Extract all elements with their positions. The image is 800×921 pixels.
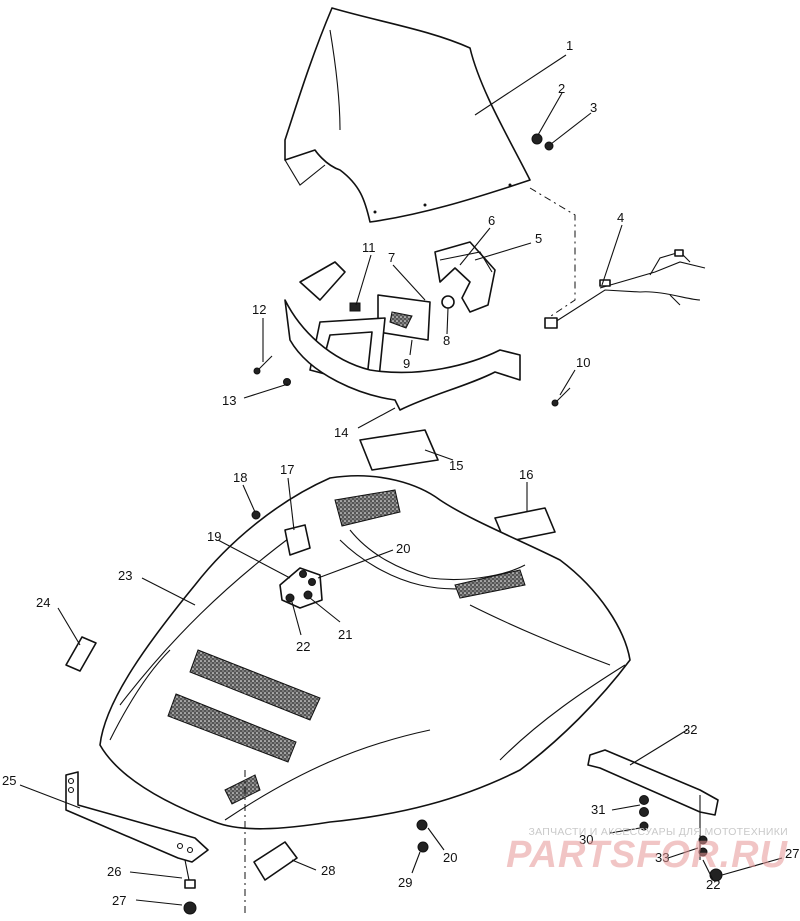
callout-32: 32 <box>683 722 697 737</box>
callout-33: 33 <box>655 850 669 865</box>
latch-17 <box>284 524 311 556</box>
callout-6: 6 <box>488 213 495 228</box>
callout-4: 4 <box>617 210 624 225</box>
nut-13 <box>283 378 291 386</box>
callout-3: 3 <box>590 100 597 115</box>
callout-22-right: 22 <box>706 877 720 892</box>
callout-8: 8 <box>443 333 450 348</box>
callout-17: 17 <box>280 462 294 477</box>
callout-14: 14 <box>334 425 348 440</box>
headlight-lens <box>377 294 431 341</box>
decal-15 <box>359 429 439 471</box>
windshield <box>284 7 531 223</box>
bolt-26 <box>184 859 196 889</box>
watermark-caption: ЗАПЧАСТИ И АКСЕССУАРЫ ДЛЯ МОТОТЕХНИКИ <box>528 826 788 838</box>
hood <box>99 474 631 830</box>
spring-11 <box>349 302 361 312</box>
callout-24: 24 <box>36 595 50 610</box>
callout-27-left: 27 <box>112 893 126 908</box>
bracket-25 <box>65 771 209 863</box>
callout-16: 16 <box>519 467 533 482</box>
decal-24 <box>65 636 97 672</box>
callout-26: 26 <box>107 864 121 879</box>
callout-23: 23 <box>118 568 132 583</box>
callout-25: 25 <box>2 773 16 788</box>
washer-21 <box>303 590 313 600</box>
grommet-20-front <box>416 819 428 831</box>
callout-28: 28 <box>321 863 335 878</box>
screw-10 <box>551 387 571 407</box>
callout-13: 13 <box>222 393 236 408</box>
watermark: ЗАПЧАСТИ И АКСЕССУАРЫ ДЛЯ МОТОТЕХНИКИ PA… <box>488 826 788 877</box>
callout-20-upper: 20 <box>396 541 410 556</box>
callout-5: 5 <box>535 231 542 246</box>
headlight-bracket <box>434 241 496 313</box>
callout-1: 1 <box>566 38 573 53</box>
bulb-8 <box>441 295 455 309</box>
mounting-plate <box>284 261 521 411</box>
callout-27-right: 27 <box>785 846 799 861</box>
callout-18: 18 <box>233 470 247 485</box>
callout-7: 7 <box>388 250 395 265</box>
screw-22 <box>285 593 295 603</box>
callout-11: 11 <box>362 240 376 255</box>
wiring-harness <box>544 249 706 329</box>
watermark-logo: PARTSFOR.RU <box>506 834 788 876</box>
grommet-20 <box>299 570 316 586</box>
callout-15: 15 <box>449 458 463 473</box>
callout-20-front: 20 <box>443 850 457 865</box>
callout-10: 10 <box>576 355 590 370</box>
callout-29: 29 <box>398 875 412 890</box>
callout-22-upper: 22 <box>296 639 310 654</box>
bracket-32 <box>587 749 719 816</box>
callout-2: 2 <box>558 81 565 96</box>
nut-2 <box>531 133 543 145</box>
callout-9: 9 <box>403 356 410 371</box>
callout-21: 21 <box>338 627 352 642</box>
nut-27-left <box>183 901 197 915</box>
assembly-line <box>529 187 576 321</box>
callout-31: 31 <box>591 802 605 817</box>
pin-18 <box>251 510 261 520</box>
grommet-29 <box>417 841 429 853</box>
leader-lines <box>19 54 783 906</box>
callout-19: 19 <box>207 529 221 544</box>
callout-30: 30 <box>579 832 593 847</box>
screw-12 <box>253 355 273 375</box>
spacer-33 <box>698 835 708 857</box>
spacer-30 <box>639 821 649 831</box>
spacer-31 <box>639 795 649 817</box>
decal-28 <box>253 841 298 881</box>
callout-12: 12 <box>252 302 266 317</box>
callout-labels: 1 2 3 4 5 6 7 8 9 10 11 12 13 14 15 16 1… <box>2 38 799 908</box>
